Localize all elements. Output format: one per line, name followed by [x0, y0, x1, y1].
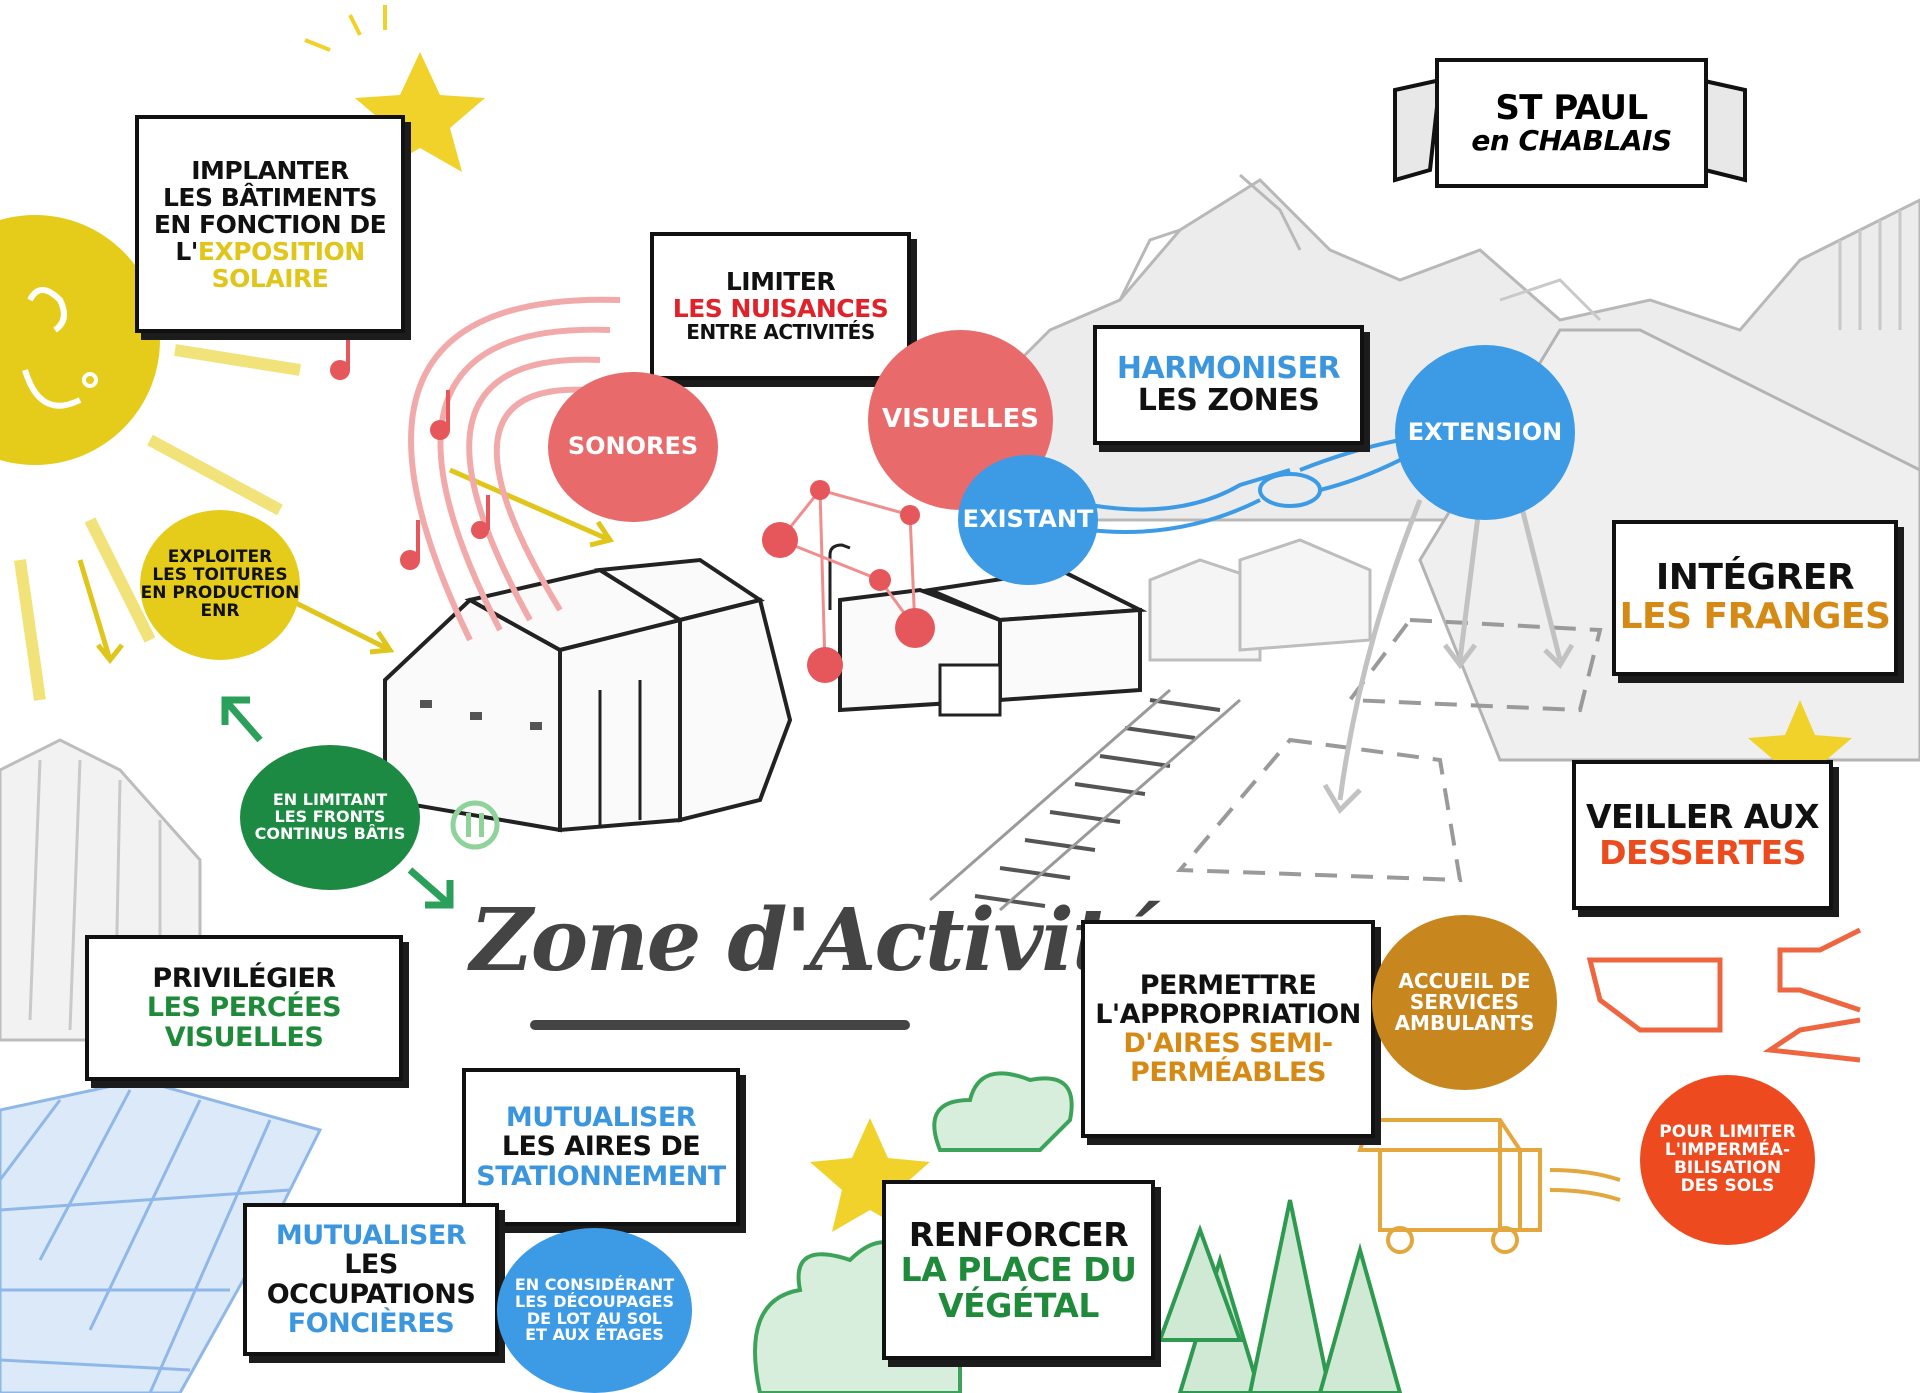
- card-text: LIMITER: [725, 267, 836, 297]
- card-text: VÉGÉTAL: [938, 1285, 1099, 1325]
- card-vegetal: RENFORCER la PLACE du VÉGÉTAL: [882, 1180, 1155, 1360]
- parking-lines-icon: [0, 1089, 291, 1393]
- building-details-icon: [598, 543, 1002, 825]
- arrow-icon: [221, 696, 454, 909]
- music-note-icon: [330, 330, 490, 570]
- card-text: FONCIÈRES: [287, 1307, 455, 1339]
- tree-icon: [1157, 1199, 1403, 1393]
- card-text: DESSERTES: [1599, 833, 1806, 872]
- arrow-icon: [77, 467, 615, 665]
- circle-extension: EXTENSION: [1395, 345, 1575, 520]
- circle-existant: EXISTANT: [958, 455, 1098, 585]
- card-percees: PRIVILÉGIER les PERCÉES VISUELLES: [85, 935, 403, 1081]
- card-text: VEILLER aux: [1585, 797, 1820, 837]
- path-rails-icon: [929, 688, 1241, 912]
- card-text: les BÂTIMENTS: [163, 182, 377, 212]
- circle-text: ENR: [200, 600, 240, 621]
- circle-ambulants: ACCUEIL de SERVICES AMBULANTS: [1372, 915, 1557, 1090]
- building-icon: [1148, 538, 1372, 662]
- card-dessertes: VEILLER aux DESSERTES: [1572, 760, 1833, 910]
- card-text: SOLAIRE: [211, 263, 329, 293]
- circle-text: EXISTANT: [962, 505, 1094, 534]
- card-solaire: IMPLANTER les BÂTIMENTS EN FONCTION de l…: [135, 115, 405, 333]
- circle-fronts: EN LIMITANT les FRONTS CONTINUS BÂTIS: [240, 745, 420, 890]
- card-nuisances: LIMITER les NUISANCES ENTRE ACTIVITÉS: [650, 232, 911, 380]
- circle-text: de LOT au SOL: [526, 1308, 663, 1328]
- lamp-icon: [420, 700, 542, 730]
- circle-sonores: SONORES: [548, 372, 718, 522]
- card-text: STATIONNEMENT: [476, 1160, 726, 1192]
- circle-text: POUR LIMITER: [1659, 1122, 1796, 1143]
- card-text: ENTRE ACTIVITÉS: [686, 320, 875, 345]
- eye-icon: [762, 480, 935, 683]
- path-stripes-icon: [974, 698, 1221, 908]
- card-text: MUTUALISER: [275, 1220, 467, 1252]
- building-icon: [383, 557, 1148, 833]
- card-appropriation: PERMETTRE L'APPROPRIATION d'AIRES SEMI- …: [1081, 920, 1375, 1138]
- arrow-icon: [1586, 927, 1862, 1063]
- card-text: PERMÉABLES: [1130, 1057, 1326, 1089]
- circle-text: BILISATION: [1673, 1158, 1782, 1178]
- food-truck-icon: [1357, 1118, 1621, 1254]
- circle-text: en CONSIDÉRANT: [514, 1274, 675, 1294]
- card-text: EXPOSITION: [197, 236, 365, 266]
- circle-text: SERVICES: [1409, 990, 1520, 1014]
- town-region: en CHABLAIS: [1471, 124, 1672, 158]
- card-harmoniser: HARMONISER les ZONES: [1093, 325, 1364, 445]
- circle-toitures: EXPLOITER les TOITURES en PRODUCTION ENR: [140, 510, 300, 660]
- card-text: d'AIRES SEMI-: [1123, 1028, 1333, 1059]
- sun-rays-icon: [14, 344, 301, 701]
- circle-text: en PRODUCTION: [140, 583, 300, 603]
- card-foncieres: MUTUALISER les OCCUPATIONS FONCIÈRES: [243, 1203, 499, 1356]
- title-underline: [530, 1020, 910, 1030]
- circle-text: EXTENSION: [1407, 417, 1563, 446]
- circle-text: et aux ÉTAGES: [525, 1325, 664, 1345]
- circle-sols: POUR LIMITER L'IMPERMÉA- BILISATION des …: [1640, 1075, 1815, 1245]
- circle-text: VISUELLES: [881, 404, 1039, 435]
- circle-text: EXPLOITER: [167, 547, 273, 568]
- sun-icon: [0, 215, 160, 465]
- card-text: INTÉGRER: [1655, 557, 1855, 599]
- card-text: EN FONCTION de: [153, 209, 387, 239]
- card-text: IMPLANTER: [191, 155, 349, 185]
- card-text: les PERCÉES VISUELLES: [146, 992, 342, 1053]
- handshake-icon: [1089, 438, 1401, 534]
- circle-text: les DÉCOUPAGES: [515, 1291, 674, 1311]
- card-text: l': [175, 236, 198, 266]
- circle-text: ACCUEIL de: [1398, 969, 1531, 993]
- card-text: RENFORCER: [908, 1214, 1129, 1254]
- circle-text: AMBULANTS: [1394, 1011, 1535, 1035]
- card-text: la PLACE du: [900, 1250, 1137, 1290]
- card-text: HARMONISER: [1116, 350, 1341, 386]
- town-name: St PAUL: [1495, 87, 1648, 128]
- circle-text: SONORES: [567, 432, 699, 461]
- card-text: PERMETTRE: [1139, 969, 1317, 1001]
- circle-decoupages: en CONSIDÉRANT les DÉCOUPAGES de LOT au …: [497, 1228, 692, 1393]
- arrow-icon: [1322, 499, 1575, 815]
- circle-text: L'IMPERMÉA-: [1664, 1140, 1791, 1161]
- card-text: les ZONES: [1137, 383, 1320, 418]
- card-text: les NUISANCES: [672, 294, 889, 324]
- card-text: les FRANGES: [1619, 596, 1891, 637]
- circle-text: EN LIMITANT: [272, 790, 388, 810]
- card-stationnement: MUTUALISER les AIRES de STATIONNEMENT: [462, 1068, 740, 1226]
- card-text: PRIVILÉGIER: [152, 963, 336, 995]
- town-banner: St PAUL en CHABLAIS: [1435, 58, 1708, 188]
- circle-text: les FRONTS: [274, 807, 386, 827]
- card-text: MUTUALISER: [505, 1102, 697, 1134]
- card-franges: INTÉGRER les FRANGES: [1612, 520, 1898, 676]
- circle-text: les TOITURES: [152, 565, 288, 586]
- circle-text: CONTINUS BÂTIS: [254, 823, 406, 843]
- card-text: L'APPROPRIATION: [1095, 998, 1361, 1030]
- circle-text: des SOLS: [1680, 1175, 1775, 1196]
- card-text: les OCCUPATIONS: [266, 1249, 476, 1310]
- pause-icon: [450, 800, 500, 850]
- card-text: les AIRES de: [501, 1131, 701, 1163]
- star-sparkle-icon: [304, 5, 387, 52]
- mountain-ridges-icon: [1499, 210, 1902, 330]
- dashed-plot-icon: [1175, 617, 1603, 883]
